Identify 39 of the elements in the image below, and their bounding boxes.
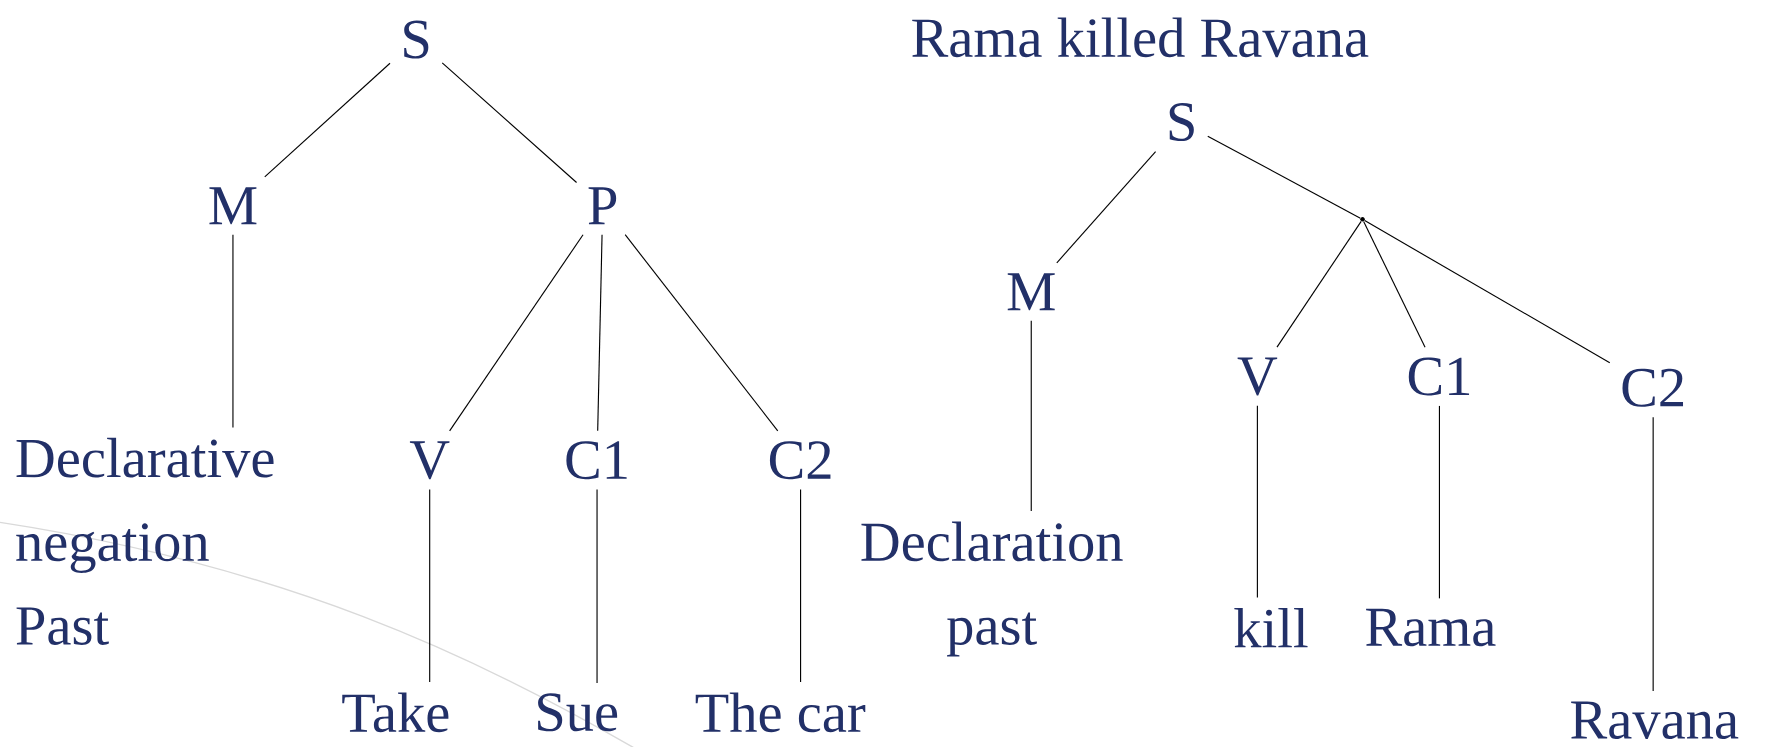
tree-label: M — [209, 187, 257, 225]
tree-label: C1 — [566, 441, 627, 479]
tree-branch — [596, 488, 598, 684]
title: Rama killed Ravana — [912, 17, 1369, 57]
tree-branch — [1276, 220, 1362, 348]
tree-label: Take — [342, 692, 449, 733]
tree-branch — [232, 233, 234, 428]
tree-label: The car — [695, 692, 866, 733]
tree-label: kill — [1234, 607, 1308, 647]
tree-branch — [624, 233, 779, 432]
tree-label: Sue — [538, 693, 618, 732]
tree-label: M — [1007, 273, 1055, 311]
tree-branch — [1207, 135, 1361, 219]
tree-branch — [1030, 319, 1032, 512]
tree-branch — [441, 62, 578, 183]
tree-branch — [429, 488, 431, 683]
tree-label: Ravana — [1571, 701, 1739, 739]
tree-branch — [597, 233, 603, 432]
tree-label: Declarative negation Past — [16, 437, 274, 645]
tree-label: S — [404, 20, 429, 59]
tree-label: C2 — [769, 441, 831, 479]
tree-branch — [1438, 405, 1440, 599]
tree-label: C1 — [1408, 357, 1470, 396]
tree-branch — [1056, 150, 1157, 264]
tree-branch — [1364, 219, 1611, 364]
tree-label: V — [1237, 357, 1278, 396]
tree-branch — [449, 233, 584, 432]
tree-label: P — [588, 187, 617, 225]
tree-branch — [800, 488, 802, 683]
tree-label: C2 — [1622, 368, 1683, 407]
tree-label: V — [409, 441, 450, 479]
tree-label: Rama — [1366, 608, 1496, 647]
branch-point — [1360, 216, 1365, 222]
tree-label: Declaration past — [861, 521, 1123, 657]
tree-label: S — [1169, 102, 1194, 141]
tree-branch — [1363, 220, 1426, 348]
tree-branch — [1256, 405, 1258, 598]
tree-branch — [1652, 416, 1654, 692]
tree-branch — [264, 62, 391, 178]
